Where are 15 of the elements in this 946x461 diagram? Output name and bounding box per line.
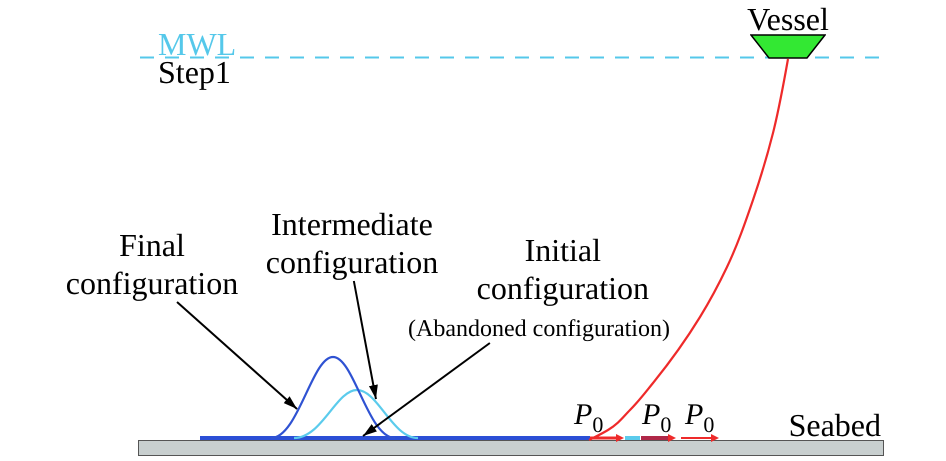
force-label: P$_{0}$ — [574, 400, 604, 436]
leader-line — [362, 342, 490, 437]
seabed-label: Seabed — [788, 410, 881, 440]
callout-text: Final configuration — [66, 226, 238, 302]
force-label: P$_{0}$ — [685, 400, 714, 436]
callout-text: Intermediate configuration — [266, 205, 438, 281]
riser-pipe — [588, 58, 790, 441]
leader-line — [352, 280, 378, 400]
vessel-label: Vessel — [747, 4, 829, 34]
step-label: Step1 — [158, 55, 231, 90]
callout-text: (Abandoned configuration) — [408, 315, 670, 343]
water-level-label: MWL — [158, 32, 236, 56]
leader-line — [176, 301, 298, 410]
force-label: P$_{0}$ — [642, 400, 672, 436]
callout-text: Initial configuration — [476, 231, 649, 307]
